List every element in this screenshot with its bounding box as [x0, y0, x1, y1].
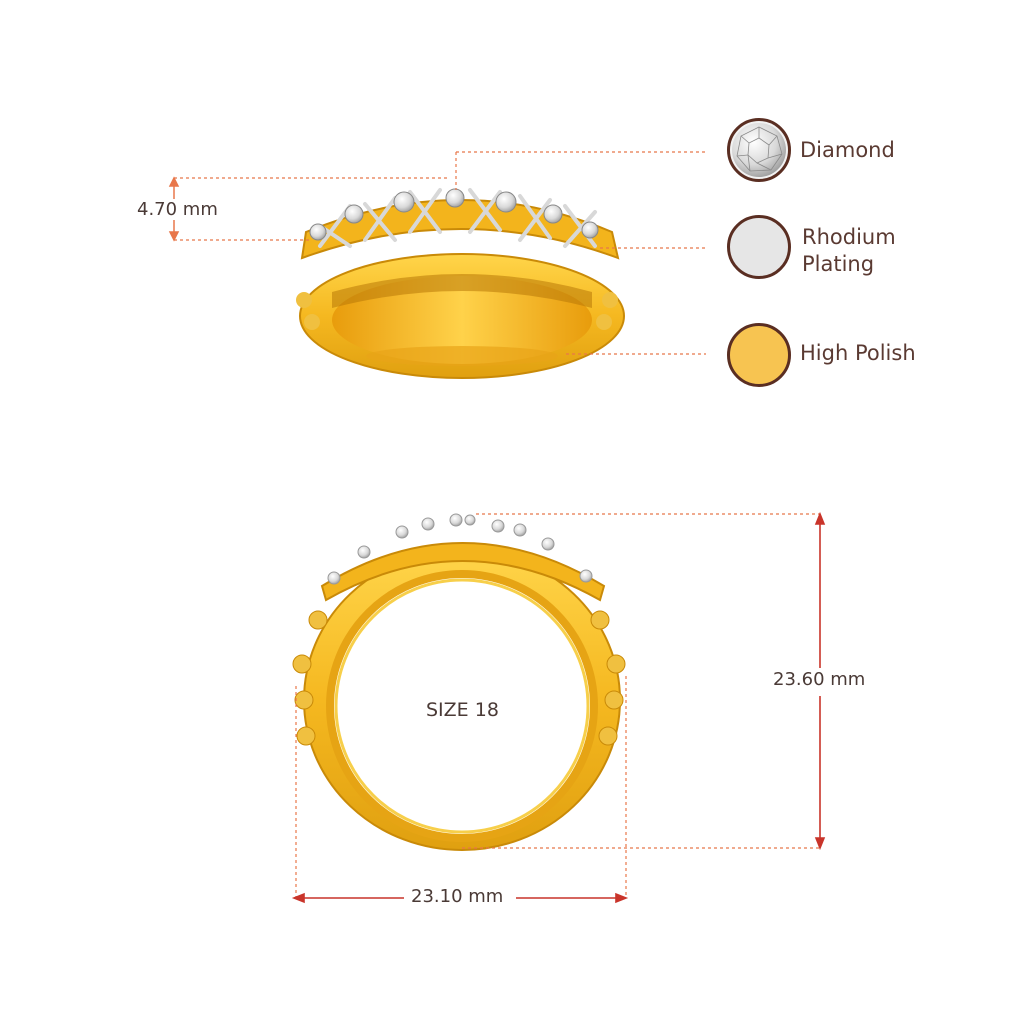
top-diamonds — [309, 188, 599, 241]
high-polish-swatch — [727, 323, 791, 387]
band-height-label: 4.70 mm — [134, 199, 221, 220]
ring-height-label: 23.60 mm — [770, 669, 869, 690]
ring-size-label: SIZE 18 — [426, 699, 499, 721]
rhodium-swatch — [727, 215, 791, 279]
legend-diamond-label: Diamond — [800, 138, 895, 162]
band-height-dimension-arrow — [168, 176, 180, 242]
ring-width-dimension-arrow — [291, 892, 629, 904]
front-guides — [295, 513, 820, 898]
ring-front-view — [292, 513, 626, 851]
ring-width-label: 23.10 mm — [408, 886, 507, 907]
ring-height-dimension-arrow — [814, 511, 826, 851]
ring-top-view — [296, 188, 625, 379]
legend-high-polish-label: High Polish — [800, 341, 916, 365]
diamond-icon — [727, 118, 791, 182]
front-diamonds — [327, 513, 593, 585]
top-guides — [174, 151, 706, 355]
legend-rhodium-label: Rhodium Plating — [802, 225, 896, 276]
